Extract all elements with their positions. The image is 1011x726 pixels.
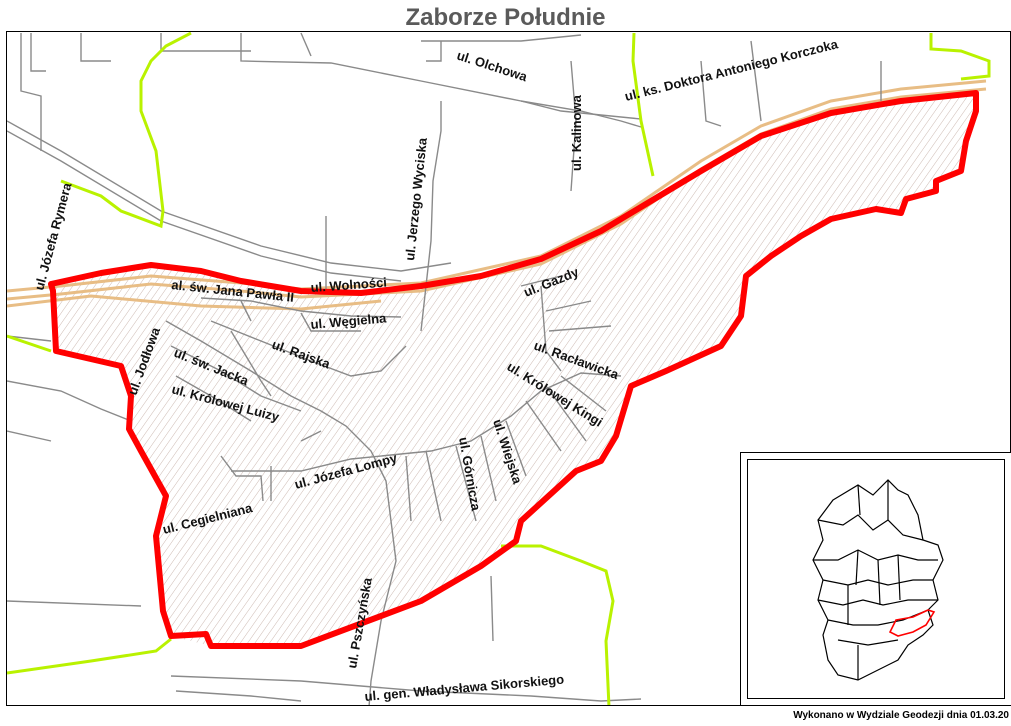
label-weglelna: ul. Węgielna	[310, 310, 388, 332]
map-title: Zaborze Południe	[405, 4, 606, 31]
map-frame[interactable]: ul. Olchowa ul. ks. Doktora Antoniego Ko…	[6, 31, 1011, 706]
inset-highlight	[888, 609, 936, 637]
label-kalinowa: ul. Kalinowa	[569, 94, 584, 171]
label-korczoka: ul. ks. Doktora Antoniego Korczoka	[623, 36, 840, 104]
label-wycisko: ul. Jerzego Wyciska	[402, 136, 430, 261]
footer-credit: Wykonano w Wydziale Geodezji dnia 01.03.…	[793, 710, 1009, 721]
inset-city-map	[812, 479, 944, 681]
label-rymera: ul. Józefa Rymera	[31, 180, 74, 291]
label-sikorskiego: ul. gen. Władysława Sikorskiego	[364, 672, 565, 704]
inset-overview-map[interactable]	[740, 452, 1011, 706]
district-area-hatch	[51, 93, 976, 646]
label-olchowa: ul. Olchowa	[455, 48, 530, 85]
district-borders	[7, 32, 991, 705]
inset-frame	[747, 459, 1005, 699]
map-canvas: ul. Olchowa ul. ks. Doktora Antoniego Ko…	[7, 32, 991, 705]
district-boundary	[48, 90, 979, 649]
label-wolnosci: ul. Wolności	[310, 275, 387, 295]
